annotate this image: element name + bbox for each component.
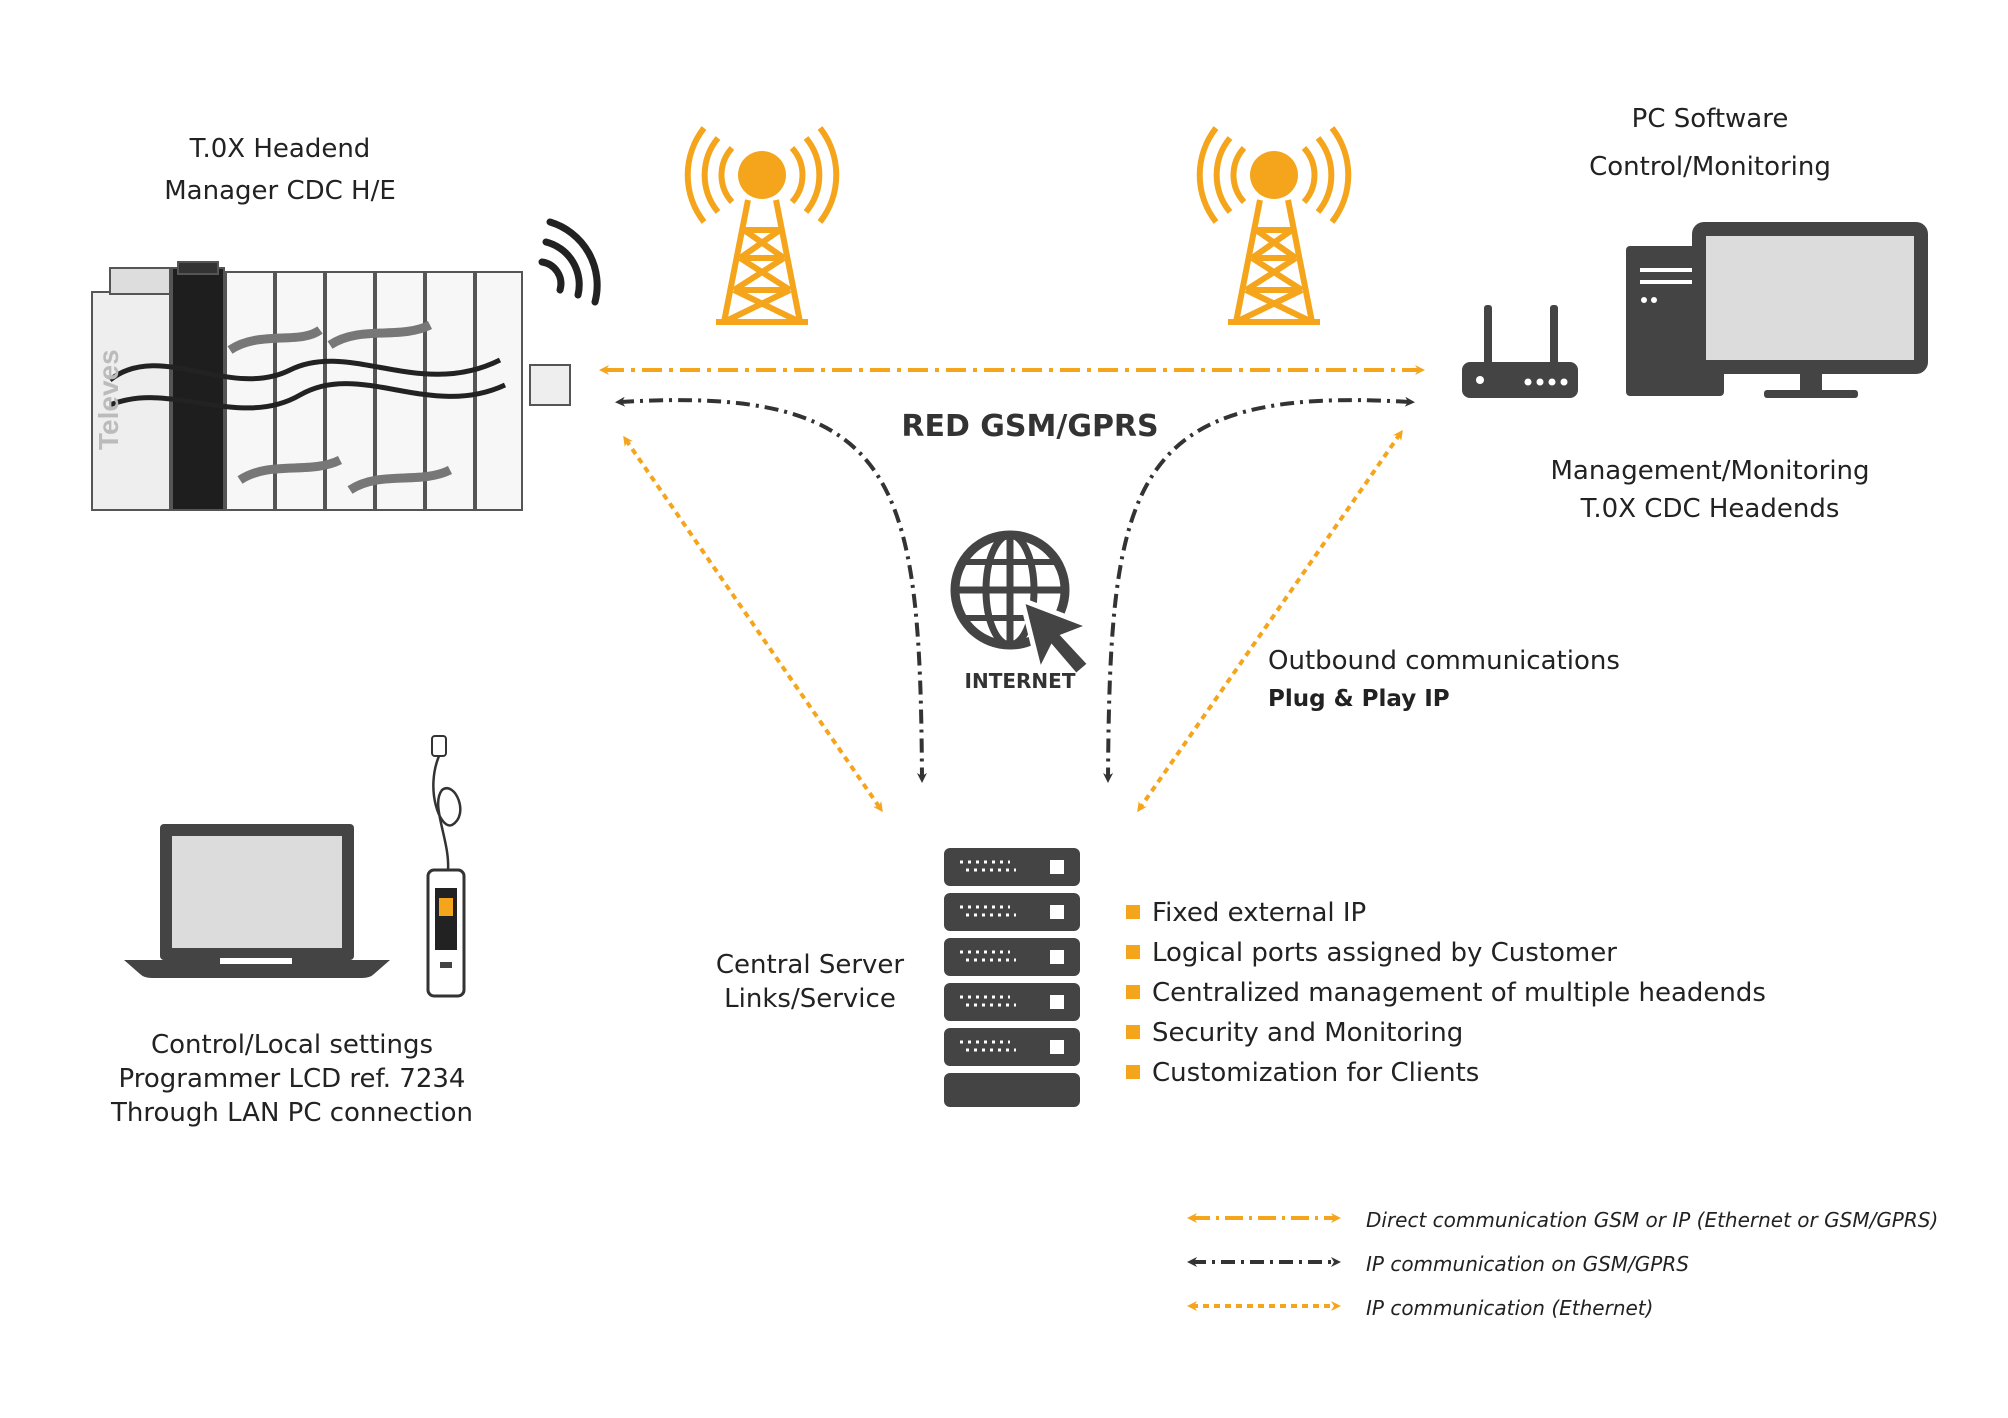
wifi-icon xyxy=(538,218,601,306)
feature-item: Customization for Clients xyxy=(1126,1056,1479,1090)
outbound-label: Outbound communications Plug & Play IP xyxy=(1268,644,1620,716)
gsm-link-arrow-right xyxy=(1103,396,1415,783)
antenna-tower-icon xyxy=(684,126,840,325)
feature-text: Security and Monitoring xyxy=(1152,1018,1464,1048)
antenna-tower-icon xyxy=(1196,126,1352,325)
feature-text: Logical ports assigned by Customer xyxy=(1152,938,1617,968)
gsm-link-arrow-left xyxy=(615,396,927,783)
svg-text:Televes: Televes xyxy=(93,349,124,450)
pc-software-line2: Control/Monitoring xyxy=(1589,152,1831,182)
central-server-label: Central Server Links/Service xyxy=(700,948,920,1016)
feature-text: Fixed external IP xyxy=(1152,898,1367,928)
central-server-line1: Central Server xyxy=(715,950,905,980)
management-line2: T.0X CDC Headends xyxy=(1580,494,1840,524)
central-server-line2: Links/Service xyxy=(724,984,896,1014)
local-settings-line2: Programmer LCD ref. 7234 xyxy=(118,1064,466,1094)
outbound-line1: Outbound communications xyxy=(1268,646,1620,676)
feature-item: Fixed external IP xyxy=(1126,896,1366,930)
feature-item: Security and Monitoring xyxy=(1126,1016,1463,1050)
local-settings-label: Control/Local settings Programmer LCD re… xyxy=(100,1028,484,1130)
headend-device-icon: Televes xyxy=(91,261,571,511)
pc-software-label: PC Software Control/Monitoring xyxy=(1560,102,1860,184)
feature-item: Logical ports assigned by Customer xyxy=(1126,936,1617,970)
programmer-icon xyxy=(426,735,466,998)
legend-text-ethernet: IP communication (Ethernet) xyxy=(1366,1296,1654,1320)
bullet-square-icon xyxy=(1126,944,1140,959)
headend-label-line2: Manager CDC H/E xyxy=(164,176,396,206)
headend-label-line1: T.0X Headend xyxy=(189,134,371,164)
globe-cursor-icon xyxy=(950,530,1097,680)
local-settings-line1: Control/Local settings xyxy=(150,1030,434,1060)
feature-text: Customization for Clients xyxy=(1152,1058,1480,1088)
laptop-icon xyxy=(124,824,390,978)
bullet-square-icon xyxy=(1126,1064,1140,1079)
management-label: Management/Monitoring T.0X CDC Headends xyxy=(1540,454,1880,526)
server-rack-icon xyxy=(944,848,1080,1107)
outbound-line2: Plug & Play IP xyxy=(1268,686,1450,712)
management-line1: Management/Monitoring xyxy=(1550,456,1870,486)
bullet-square-icon xyxy=(1126,904,1140,919)
feature-item: Centralized management of multiple heade… xyxy=(1126,976,1766,1010)
bullet-square-icon xyxy=(1126,984,1140,999)
router-icon xyxy=(1462,305,1578,398)
desktop-pc-icon xyxy=(1626,222,1928,398)
internet-label: INTERNET xyxy=(964,669,1076,693)
ethernet-link-arrow-right xyxy=(1137,429,1403,813)
headend-label: T.0X Headend Manager CDC H/E xyxy=(150,132,410,208)
bullet-square-icon xyxy=(1126,1024,1140,1039)
legend-text-direct: Direct communication GSM or IP (Ethernet… xyxy=(1366,1208,1939,1232)
pc-software-line1: PC Software xyxy=(1631,104,1789,134)
local-settings-line3: Through LAN PC connection xyxy=(110,1098,474,1128)
ethernet-link-arrow-left xyxy=(623,435,883,813)
feature-text: Centralized management of multiple heade… xyxy=(1152,978,1766,1008)
legend-text-gsm: IP communication on GSM/GPRS xyxy=(1366,1252,1689,1276)
network-label: RED GSM/GPRS xyxy=(901,409,1159,444)
